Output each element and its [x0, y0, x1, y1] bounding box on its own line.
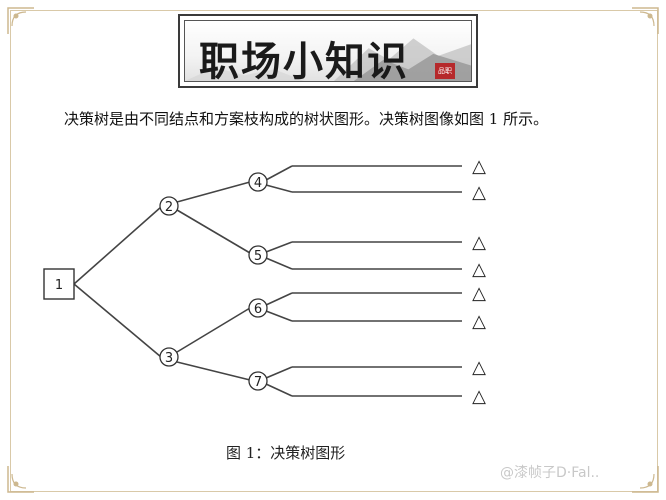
root-decision-node — [43, 268, 75, 300]
branch-line — [265, 292, 293, 306]
figure-caption: 图 1：决策树图形 — [226, 444, 346, 462]
seal-stamp: 品职 — [435, 63, 455, 79]
intro-paragraph: 决策树是由不同结点和方案枝构成的树状图形。决策树图像如图 1 所示。 — [64, 110, 549, 128]
branch-line — [176, 307, 251, 353]
chance-node-label: 5 — [254, 249, 262, 264]
terminal-node-icon: △ — [472, 232, 486, 253]
branch-line — [265, 184, 293, 193]
branch-line — [265, 165, 293, 181]
corner-ornament-icon — [632, 7, 659, 34]
branch-line — [176, 181, 251, 203]
page-frame — [10, 10, 658, 492]
watermark: @漆帧子D·Fal.. — [500, 465, 600, 481]
decision-tree-diagram: 1 2 3 4 5 6 7 △ △ △ △ △ △ △ △ — [43, 156, 486, 407]
branch-line — [73, 283, 162, 358]
branch-line — [265, 366, 293, 379]
chance-node-label: 3 — [165, 351, 173, 366]
terminal-node-icon: △ — [472, 386, 486, 407]
branch-line — [265, 383, 293, 397]
branch-line — [265, 310, 293, 322]
terminal-node-icon: △ — [472, 283, 486, 304]
chance-node-label: 2 — [165, 200, 173, 215]
corner-ornament-icon — [7, 7, 34, 34]
chance-node — [159, 196, 179, 216]
corner-ornament-icon — [7, 466, 34, 493]
branch-line — [73, 206, 162, 285]
chance-node — [159, 347, 179, 367]
terminal-node-icon: △ — [472, 311, 486, 332]
terminal-node-icon: △ — [472, 156, 486, 177]
root-node-label: 1 — [55, 278, 63, 293]
terminal-node-icon: △ — [472, 259, 486, 280]
page-title: 职场小知识 — [199, 38, 409, 82]
chance-node — [248, 245, 268, 265]
chance-node — [248, 172, 268, 192]
branch-line — [176, 209, 251, 254]
branch-line — [176, 361, 251, 381]
branch-line — [265, 241, 293, 253]
chance-node — [248, 371, 268, 391]
terminal-node-icon: △ — [472, 357, 486, 378]
chance-node — [248, 298, 268, 318]
title-banner: 职场小知识 品职 — [178, 14, 478, 88]
branch-line — [265, 257, 293, 270]
chance-node-label: 6 — [254, 302, 262, 317]
terminal-node-icon: △ — [472, 182, 486, 203]
chance-node-label: 4 — [254, 176, 262, 191]
chance-node-label: 7 — [254, 375, 262, 390]
corner-ornament-icon — [632, 466, 659, 493]
